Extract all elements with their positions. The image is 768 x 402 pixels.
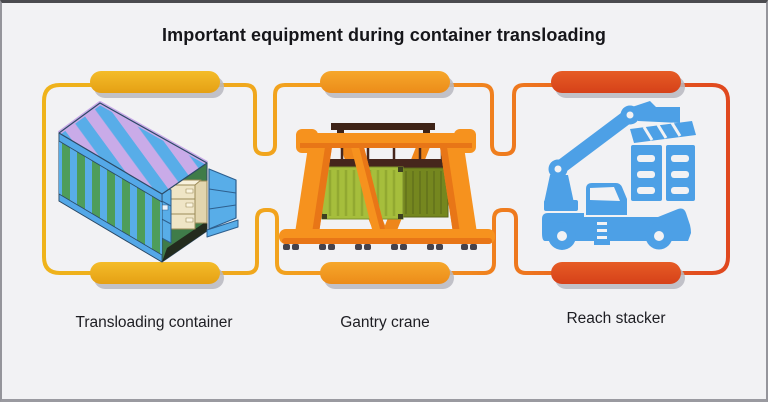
- frame3-top-pill: [551, 71, 681, 93]
- frame2-top-pill: [320, 71, 450, 93]
- frame2-bottom-pill: [320, 262, 450, 284]
- stacker-boom: [551, 108, 637, 176]
- reach-stacker-illustration: [542, 101, 696, 250]
- crane-front-leg-shade: [359, 147, 386, 233]
- spreader-hangers: [340, 147, 444, 161]
- trolley-rail: [331, 123, 435, 130]
- gantry-crane-illustration: [279, 123, 495, 250]
- frame1-bottom-pill: [90, 262, 220, 284]
- crane-outer-legs: [295, 147, 477, 233]
- stacker-mast: [544, 175, 574, 203]
- frame-pills: [90, 71, 685, 289]
- chain-frame-border: [42, 83, 730, 275]
- crane-wheels: [283, 244, 477, 250]
- container-floor-shadow: [162, 221, 207, 262]
- rail-foot: [423, 130, 430, 134]
- transloading-container-illustration: [57, 101, 239, 263]
- diagram: [42, 71, 730, 289]
- crane-container-dark: [398, 167, 449, 218]
- rail-foot: [337, 130, 344, 134]
- joint-hole: [554, 165, 562, 173]
- crane-base: [279, 229, 495, 244]
- wheel-hub: [654, 231, 664, 241]
- frame3-bottom-pill: [551, 262, 681, 284]
- joint-hole: [626, 111, 634, 119]
- container-right-door: [206, 168, 239, 238]
- cargo-boxes: [168, 179, 208, 230]
- frame1-top-pill: [90, 71, 220, 93]
- lifted-containers: [630, 121, 696, 201]
- wheel-hub: [557, 231, 567, 241]
- cab-windshield: [590, 187, 620, 201]
- stacker-grabber-link: [632, 101, 680, 123]
- page-title: Important equipment during container tra…: [162, 25, 606, 45]
- ladder-rungs: [597, 222, 607, 239]
- stacker-turret: [544, 200, 578, 211]
- crane-main-beam: [296, 129, 476, 153]
